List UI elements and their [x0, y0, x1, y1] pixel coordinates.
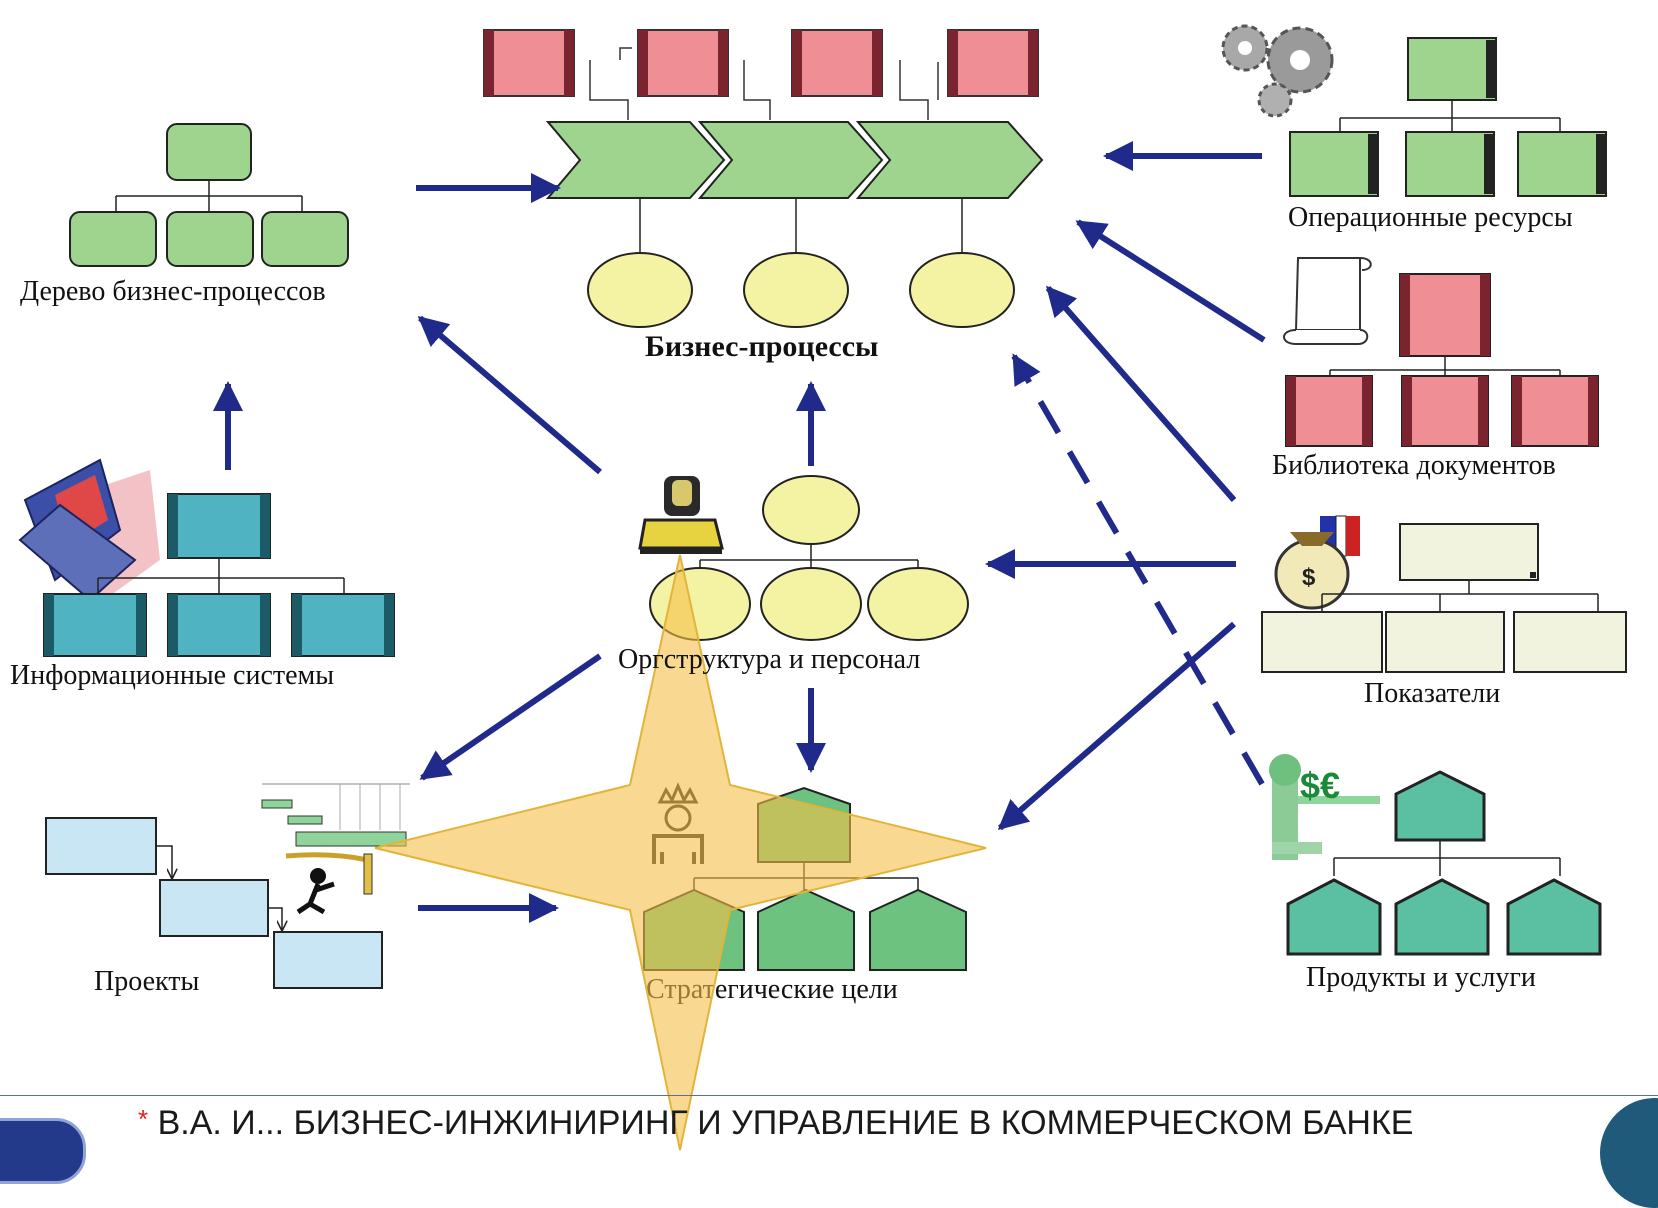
arrow-indicators-to-processes	[1045, 285, 1237, 502]
process-tree-block: Дерево бизнес-процессов	[20, 123, 349, 307]
red-document-box	[947, 29, 1039, 97]
business-architecture-diagram: Бизнес-процессы Дерево бизнес-процессов …	[10, 24, 1627, 1151]
business-processes-block: Бизнес-процессы	[483, 29, 1044, 363]
red-document-box	[637, 29, 729, 97]
footer-logo-left	[0, 1118, 86, 1184]
money-bag-symbol: $	[1302, 564, 1316, 591]
process-oval	[909, 252, 1015, 328]
star-highlight	[374, 554, 987, 1151]
red-document-box	[791, 29, 883, 97]
products-services-block: $€ Продукты и услуги	[1269, 754, 1602, 993]
footer-divider	[0, 1095, 1658, 1096]
process-chevron	[545, 121, 726, 199]
gantt-runner-icon	[261, 783, 410, 915]
arrow-products-to-processes	[1011, 353, 1265, 786]
dollar-euro-icon: $€	[1269, 754, 1380, 860]
information-systems-block: Информационные системы	[10, 458, 395, 691]
info-systems-label: Информационные системы	[10, 660, 334, 691]
indicators-block: $ Показатели	[1261, 515, 1627, 709]
flow-arrows	[213, 141, 1266, 923]
process-tree-label: Дерево бизнес-процессов	[20, 276, 326, 307]
operational-resources-block: Операционные ресурсы	[1221, 24, 1607, 233]
document-library-block: Библиотека документов	[1272, 257, 1599, 481]
gears-icon	[1221, 24, 1334, 118]
process-oval	[743, 252, 849, 328]
process-chevron	[697, 121, 884, 199]
process-chevron	[855, 121, 1044, 199]
indicators-label: Показатели	[1364, 678, 1500, 709]
arrow-indicators-to-goals	[997, 621, 1236, 831]
scroll-icon	[1283, 257, 1372, 345]
process-oval	[587, 252, 693, 328]
footer-citation-text: В.А. И... БИЗНЕС-ИНЖИНИРИНГ И УПРАВЛЕНИЕ…	[157, 1104, 1414, 1142]
footer-citation: * В.А. И... БИЗНЕС-ИНЖИНИРИНГ И УПРАВЛЕН…	[138, 1104, 1413, 1143]
projects-label: Проекты	[94, 966, 199, 997]
business-processes-label: Бизнес-процессы	[645, 330, 878, 363]
arrow-org-to-projects	[419, 653, 602, 781]
red-document-box	[483, 29, 575, 97]
arrow-org-to-tree	[417, 315, 602, 475]
currency-symbol: $€	[1300, 765, 1340, 806]
org-structure-label: Оргструктура и персонал	[618, 644, 920, 675]
projects-block: Проекты	[45, 783, 410, 997]
document-library-label: Библиотека документов	[1272, 450, 1556, 481]
footer-marker: *	[138, 1104, 149, 1134]
manager-icon	[638, 476, 724, 554]
products-services-label: Продукты и услуги	[1306, 962, 1536, 993]
money-bag-icon: $	[1274, 515, 1360, 610]
laptop-icon	[18, 458, 160, 610]
operational-resources-label: Операционные ресурсы	[1288, 202, 1573, 233]
arrow-library-to-processes	[1075, 219, 1266, 343]
